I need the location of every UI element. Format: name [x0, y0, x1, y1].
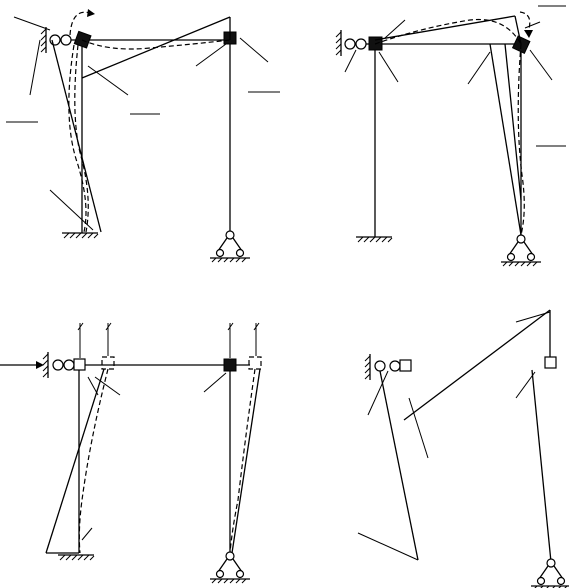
moment-line	[51, 39, 102, 233]
leader-line	[13, 16, 51, 31]
pin-support	[209, 230, 251, 263]
fixed-support	[355, 236, 393, 243]
deflected-column	[68, 44, 87, 233]
panel-bottom-right	[357, 309, 569, 588]
tick-mark	[105, 322, 112, 331]
wall-support-left	[335, 29, 342, 57]
tick-mark	[227, 322, 234, 331]
moment-line	[514, 15, 522, 45]
leader-line	[367, 370, 389, 416]
wall-support-left	[40, 26, 47, 54]
leader-line	[515, 371, 536, 399]
rigid-joint	[223, 358, 237, 372]
leader-line	[29, 39, 41, 96]
leader-line	[529, 49, 553, 81]
roller-node	[63, 359, 75, 371]
tick-mark	[253, 322, 260, 331]
wall-support-left	[364, 353, 371, 381]
leader-line	[357, 532, 419, 561]
moment-line	[81, 16, 231, 79]
leader-line	[49, 189, 94, 231]
moment-line	[531, 369, 552, 563]
leader-line	[378, 51, 399, 83]
arrow-head	[87, 9, 95, 17]
roller-node	[355, 38, 367, 50]
hinge-joint	[399, 359, 412, 372]
moment-line	[379, 370, 419, 561]
moment-line	[489, 43, 522, 236]
leader-line	[203, 372, 227, 393]
pin-support	[500, 234, 542, 267]
rotation-arrow	[69, 11, 91, 36]
displaced-joint	[248, 356, 262, 370]
deflected-column	[229, 368, 256, 554]
moment-line	[45, 368, 105, 554]
panel-top-right	[335, 5, 566, 267]
arrow-head	[36, 361, 44, 369]
leader-line	[87, 376, 99, 396]
leader-line	[467, 51, 491, 85]
rotation-arrow	[519, 11, 531, 33]
hinge-joint	[544, 356, 557, 369]
roller-node	[374, 360, 386, 372]
deflected-beam	[374, 18, 522, 45]
deflected-column	[517, 43, 525, 236]
leader-line	[384, 19, 406, 39]
panel-top-left	[6, 9, 280, 263]
moment-line	[403, 309, 551, 421]
arrow-head	[524, 30, 533, 38]
leader-line	[408, 397, 429, 459]
pin-support	[209, 551, 251, 584]
roller-node	[52, 359, 64, 371]
leader-line	[87, 65, 129, 96]
hinge-joint	[73, 358, 86, 371]
leader-line	[94, 376, 121, 396]
pin-support	[530, 558, 569, 588]
roller-node	[344, 38, 356, 50]
leader-line	[239, 37, 269, 63]
leader-line	[524, 21, 541, 29]
panel-bottom-left	[0, 322, 262, 584]
deflected-column	[78, 368, 109, 554]
moment-line	[504, 43, 522, 201]
leader-line	[515, 311, 551, 323]
displaced-joint	[101, 356, 115, 370]
roller-node	[60, 34, 72, 46]
moment-line	[374, 15, 516, 41]
leader-line	[81, 527, 93, 541]
leader-line	[344, 49, 357, 73]
leader-line	[195, 43, 227, 67]
deflected-beam	[81, 39, 231, 50]
tick-mark	[77, 322, 84, 331]
roller-node	[49, 34, 61, 46]
fixed-support	[61, 232, 99, 239]
roller-node	[389, 360, 401, 372]
moment-line	[231, 368, 261, 554]
fixed-support	[57, 554, 95, 561]
